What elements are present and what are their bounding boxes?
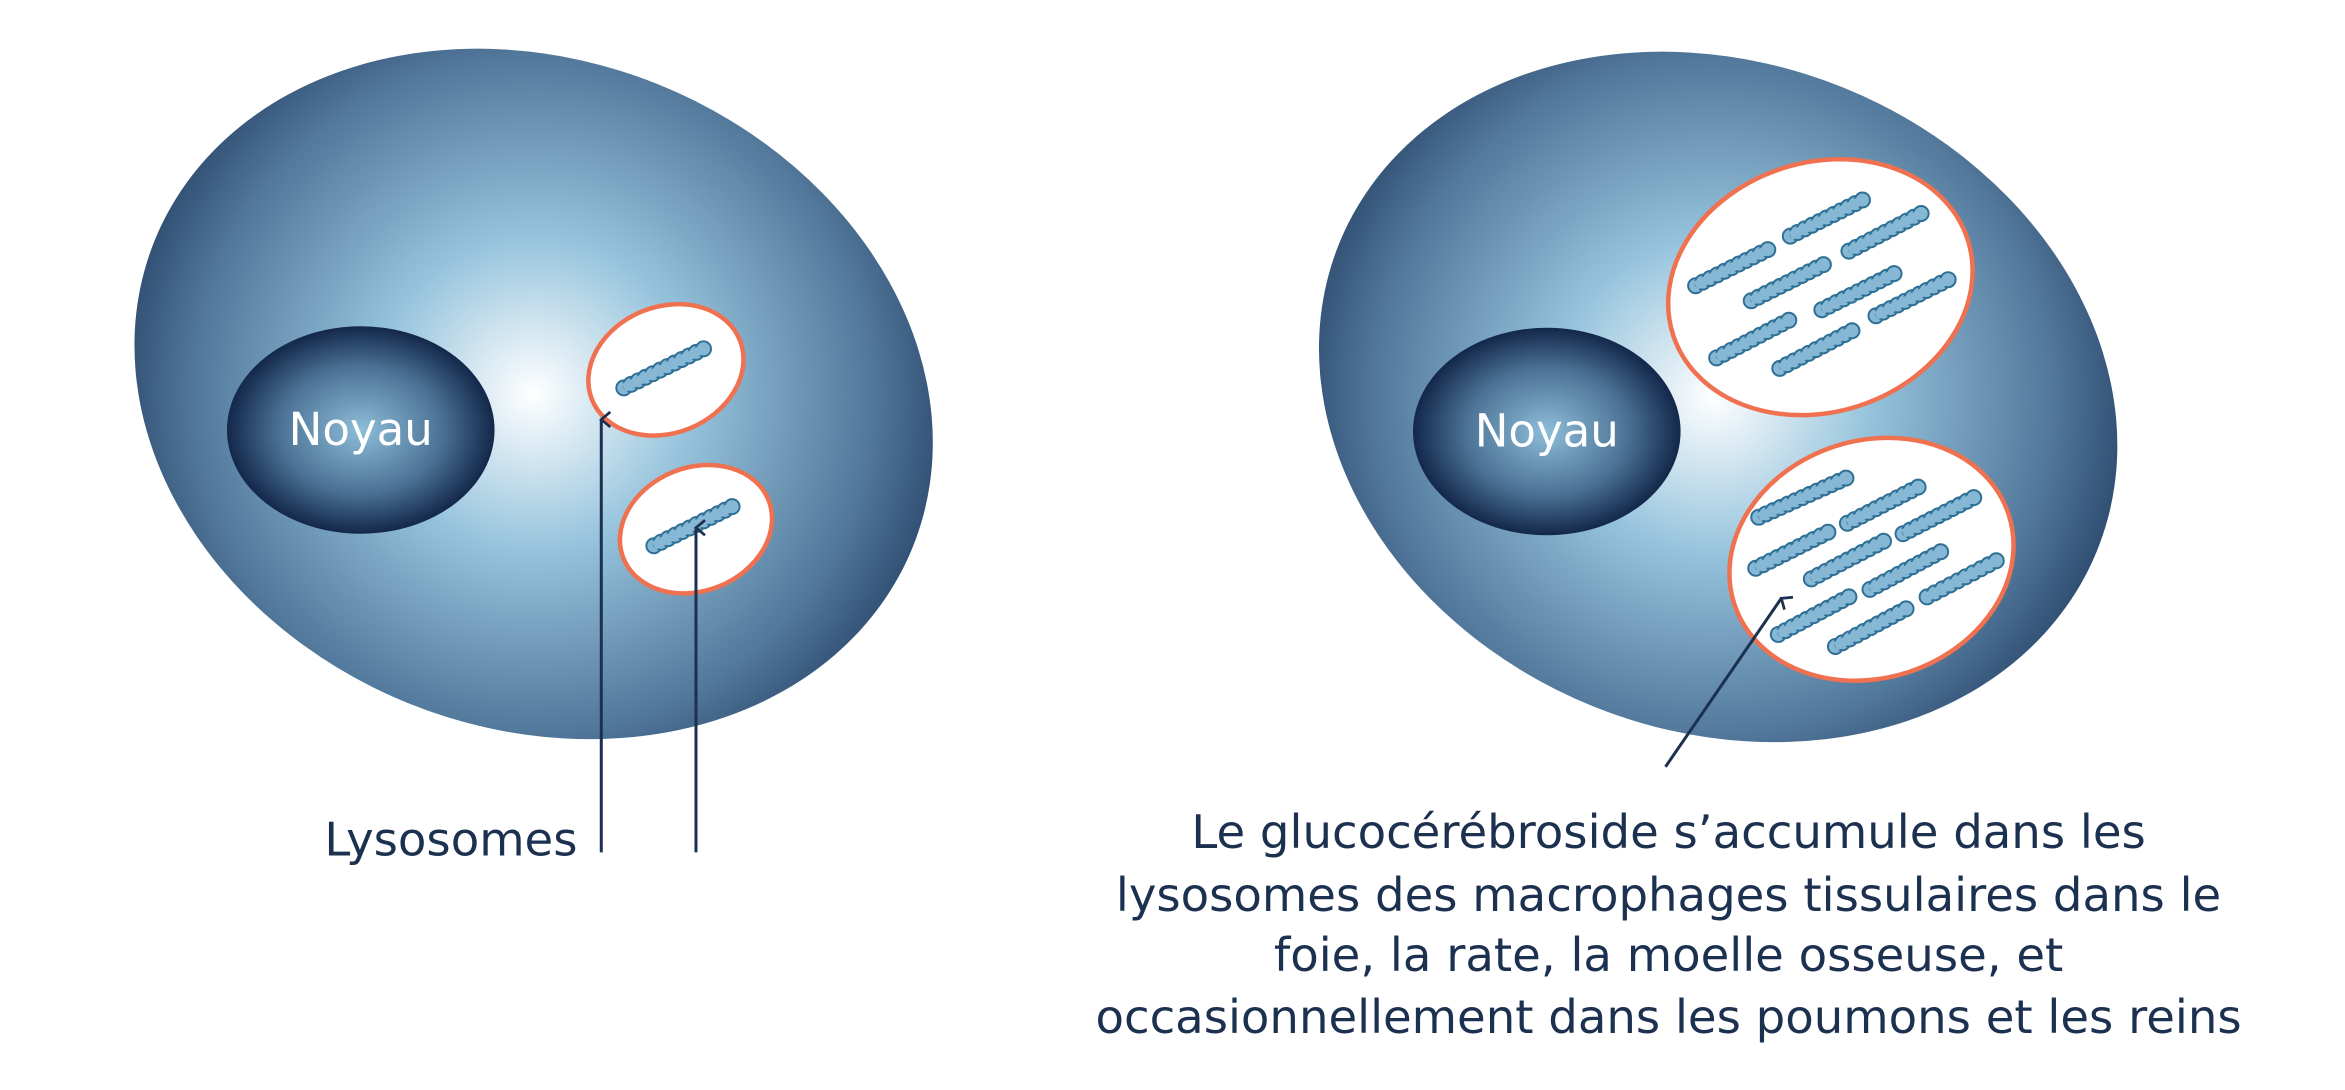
glucocerebroside-molecule <box>1838 478 1927 532</box>
healthy-cell: Noyau Lysosomes <box>134 48 933 866</box>
nucleus <box>226 326 495 534</box>
glucocerebroside-molecule <box>1894 489 1983 543</box>
glucocerebroside-molecule <box>1771 322 1861 377</box>
glucocerebroside-molecule <box>645 498 741 555</box>
nucleus-label: Noyau <box>1475 405 1619 458</box>
glucocerebroside-molecule <box>1687 241 1777 295</box>
glucocerebroside-molecule <box>1918 552 2005 606</box>
glucocerebroside-molecule <box>1840 205 1930 260</box>
caption: Le glucocérébroside s’accumule dans les … <box>1095 805 2241 1044</box>
glucocerebroside-molecule <box>1813 265 1903 319</box>
glucocerebroside-molecule <box>1708 311 1798 367</box>
caption-line: occasionnellement dans les poumons et le… <box>1095 990 2241 1044</box>
glucocerebroside-molecule <box>1769 588 1858 643</box>
glucocerebroside-molecule <box>1781 191 1871 245</box>
glucocerebroside-molecule <box>1750 469 1855 526</box>
engorged-lysosome <box>1727 435 2016 683</box>
caption-line: Le glucocérébroside s’accumule dans les <box>1191 805 2145 859</box>
caption-line: lysosomes des macrophages tissulaires da… <box>1116 868 2221 922</box>
cell-body <box>134 48 933 740</box>
pointer-arrow <box>1664 595 1794 768</box>
glucocerebroside-molecule <box>1747 523 1837 577</box>
glucocerebroside-molecule <box>1867 271 1957 325</box>
nucleus-label: Noyau <box>289 403 433 456</box>
lysosomes-label: Lysosomes <box>324 812 577 866</box>
caption-line: foie, la rate, la moelle osseuse, et <box>1274 928 2063 982</box>
glucocerebroside-molecule <box>1826 600 1915 655</box>
lysosome <box>586 301 746 438</box>
glucocerebroside-molecule <box>1802 532 1893 588</box>
gaucher-cell: Noyau Le glucocérébroside s’accumule dan… <box>1095 51 2242 1044</box>
glucocerebroside-molecule <box>1742 256 1832 310</box>
engorged-lysosome <box>1665 157 1975 418</box>
glucocerebroside-molecule <box>615 340 712 397</box>
cell-body <box>1318 51 2118 743</box>
nucleus <box>1413 327 1681 536</box>
glucocerebroside-molecule <box>1861 543 1950 598</box>
